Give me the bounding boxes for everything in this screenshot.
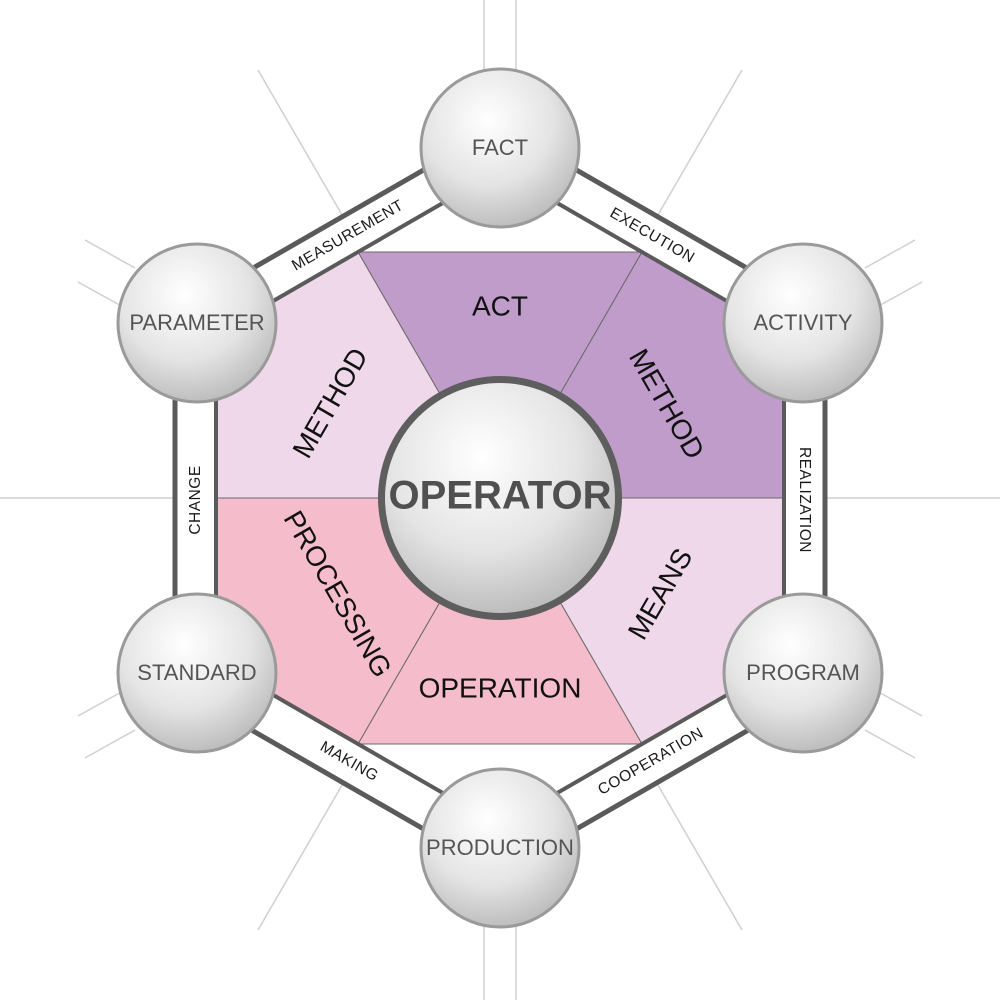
center-label: OPERATOR — [389, 474, 612, 518]
edge-label-right: REALIZATION — [796, 447, 813, 553]
node-label-parameter: PARAMETER — [129, 310, 264, 335]
node-label-standard: STANDARD — [137, 660, 256, 685]
node-operator: OPERATOR — [378, 376, 622, 620]
node-fact: FACT — [419, 67, 581, 229]
node-label-activity: ACTIVITY — [753, 310, 852, 335]
node-parameter: PARAMETER — [116, 242, 278, 404]
node-standard: STANDARD — [116, 592, 278, 754]
segment-label-bottom: OPERATION — [419, 672, 582, 703]
node-program: PROGRAM — [722, 592, 884, 754]
node-activity: ACTIVITY — [722, 242, 884, 404]
segment-label-top: ACT — [472, 290, 528, 321]
edge-label-left: CHANGE — [187, 465, 204, 534]
node-production: PRODUCTION — [419, 767, 581, 929]
node-label-fact: FACT — [472, 135, 528, 160]
node-label-program: PROGRAM — [746, 660, 860, 685]
node-label-production: PRODUCTION — [426, 835, 574, 860]
